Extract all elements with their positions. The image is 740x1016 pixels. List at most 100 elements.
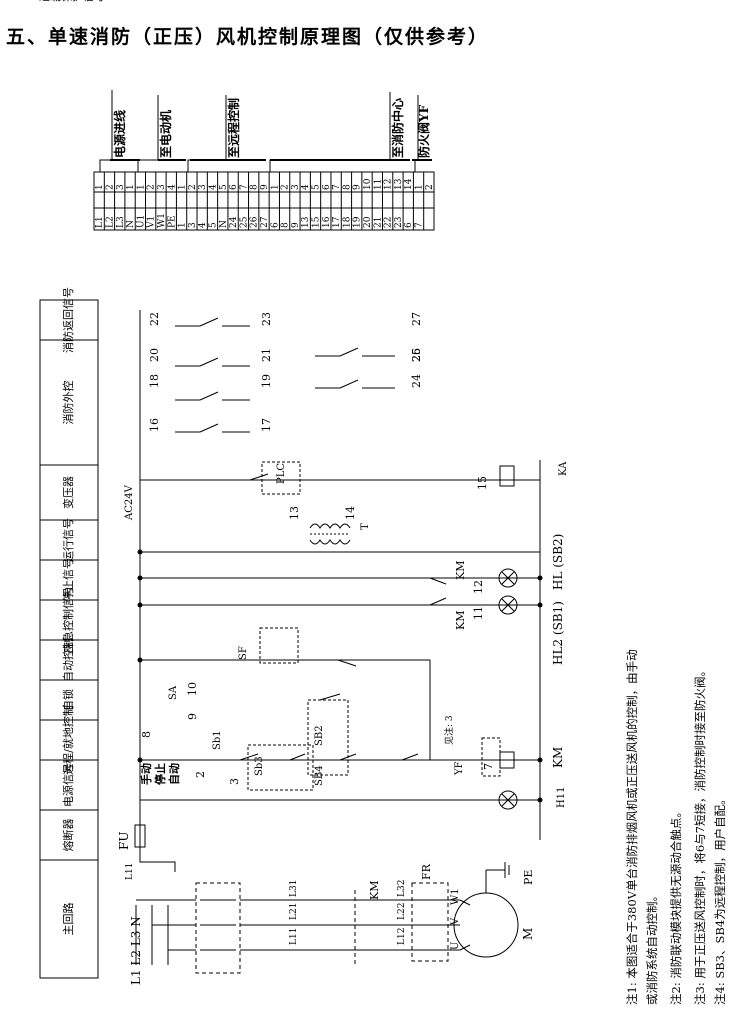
terminal-lower: 17 xyxy=(332,216,342,228)
terminal-lower: 26 xyxy=(250,216,260,228)
terminal-upper: 1 xyxy=(126,184,136,190)
terminal-number-n13: 13 xyxy=(288,506,301,520)
terminal-upper: 8 xyxy=(250,184,260,190)
section-label: 消防返回信号 xyxy=(61,287,75,353)
terminal-lower: PE xyxy=(167,215,177,228)
terminal-lower: 19 xyxy=(353,216,363,228)
sa-label: SA xyxy=(168,685,179,700)
terminal-number-n7: 7 xyxy=(482,763,495,770)
section-column xyxy=(39,299,99,979)
terminal-lower: N xyxy=(126,220,136,228)
terminal-number-n12: 12 xyxy=(472,580,485,594)
terminal-number-n8: 8 xyxy=(140,731,153,738)
l21: L21 xyxy=(289,903,299,920)
section-label: 停止信号 xyxy=(61,558,75,602)
terminal-upper: 2 xyxy=(105,184,115,190)
h11-label: H11 xyxy=(556,787,567,808)
top-label: 电源进线 xyxy=(112,110,127,158)
terminal-number-n10: 10 xyxy=(186,682,199,696)
section-label: 变压器 xyxy=(61,476,75,509)
footnote-5: 注4: SB3、SB4为远程控制，用户自配。 xyxy=(713,793,727,1005)
section-label: 主回路 xyxy=(62,903,75,936)
terminal-number-n2: 2 xyxy=(194,771,207,778)
terminal-upper: 11 xyxy=(373,179,383,190)
terminal-upper: 7 xyxy=(332,184,342,190)
terminal-number-n21: 21 xyxy=(260,348,273,362)
terminal-lower: 6 xyxy=(270,222,280,228)
yf-label: YF xyxy=(454,761,465,776)
terminal-number-n26: 26 xyxy=(410,348,423,362)
terminal-lower: L1 xyxy=(95,216,105,228)
terminal-number-n18: 18 xyxy=(148,374,161,388)
plc-label: PLC xyxy=(276,463,287,484)
section-label: 应急控制信号 xyxy=(61,587,75,653)
terminal-number-n23: 23 xyxy=(260,312,273,326)
t-label: T xyxy=(360,523,371,530)
terminal-lower: 5 xyxy=(208,222,218,228)
terminal-upper: 14 xyxy=(404,178,414,190)
phases-label: L1 L2 L3 N xyxy=(129,916,143,985)
terminal-upper: 12 xyxy=(384,179,394,190)
terminal-upper: 9 xyxy=(260,184,270,190)
km-contact-label: KM xyxy=(454,561,467,580)
page-title: 五、单速消防（正压）风机控制原理图（仅供参考） xyxy=(6,26,490,48)
l12: L12 xyxy=(397,928,407,945)
sb3-label: Sb3 xyxy=(254,756,265,776)
terminal-number-n20: 20 xyxy=(148,348,161,362)
terminal-upper: 7 xyxy=(239,184,249,190)
terminal-lower: 27 xyxy=(260,216,270,228)
sf-label: SF xyxy=(238,646,249,660)
terminal-upper: 6 xyxy=(322,184,332,190)
terminal-upper: 4 xyxy=(208,184,218,190)
pe-label: PE xyxy=(522,870,535,885)
terminal-lower: 8 xyxy=(281,222,291,228)
terminal-lower: 20 xyxy=(363,216,373,228)
fr-label: FR xyxy=(420,863,433,880)
terminal-upper: 2 xyxy=(281,184,291,190)
u-label: U xyxy=(450,942,461,950)
terminal-upper: 1 xyxy=(95,184,105,190)
top-label: 至电动机 xyxy=(158,110,173,158)
terminal-lower: 4 xyxy=(198,222,208,228)
sb2-label: SB2 xyxy=(314,725,325,746)
terminal-number-n25: 25 xyxy=(410,348,423,362)
terminal-number-n11: 11 xyxy=(472,606,485,620)
terminal-lower: 7 xyxy=(415,222,425,228)
section-label: 消防外控 xyxy=(61,381,75,425)
terminal-number-n22: 22 xyxy=(148,312,161,326)
terminal-number-n19: 19 xyxy=(260,374,273,388)
terminal-lower: U1 xyxy=(136,215,146,228)
terminal-lower: L3 xyxy=(116,216,126,228)
terminal-lower: V1 xyxy=(147,216,157,229)
l31: L31 xyxy=(289,880,299,897)
terminal-number-n17: 17 xyxy=(260,418,273,432)
terminal-upper: 2 xyxy=(147,184,157,190)
section-label: 熔断器 xyxy=(61,819,75,852)
terminal-upper: 2 xyxy=(188,184,198,190)
terminal-upper: 3 xyxy=(291,184,301,190)
l11-label: L11 xyxy=(125,863,135,880)
terminal-upper: 2 xyxy=(425,184,435,190)
section-label: 过载保护信号 xyxy=(39,0,105,3)
terminal-lower: 21 xyxy=(373,217,383,228)
terminal-upper: 4 xyxy=(301,184,311,190)
footnote-4: 注3: 用于正压送风控制时，将6与7短接，消防控制时接至防火阀。 xyxy=(693,665,707,1005)
footnote-2: 或消防系统自动控制。 xyxy=(645,890,659,1005)
stop-label: 停止 xyxy=(153,763,167,785)
ka-label: KA xyxy=(558,461,569,476)
terminal-upper: 6 xyxy=(229,184,239,190)
top-label: 至消防中心 xyxy=(390,98,405,158)
manual-label: 手动 xyxy=(139,763,153,785)
l22: L22 xyxy=(397,903,407,920)
terminal-upper: 8 xyxy=(342,184,352,190)
section-label: 自动控制 xyxy=(61,638,75,682)
terminal-lower: 22 xyxy=(384,217,394,228)
section-label: 自锁 xyxy=(61,689,75,711)
terminal-lower: 9 xyxy=(291,222,301,228)
terminal-upper: 4 xyxy=(167,184,177,190)
terminal-number-n14: 14 xyxy=(344,506,357,520)
terminal-lower: 18 xyxy=(342,216,352,228)
section-label: 运行信号 xyxy=(62,518,75,562)
terminal-number-n24: 24 xyxy=(410,374,423,388)
